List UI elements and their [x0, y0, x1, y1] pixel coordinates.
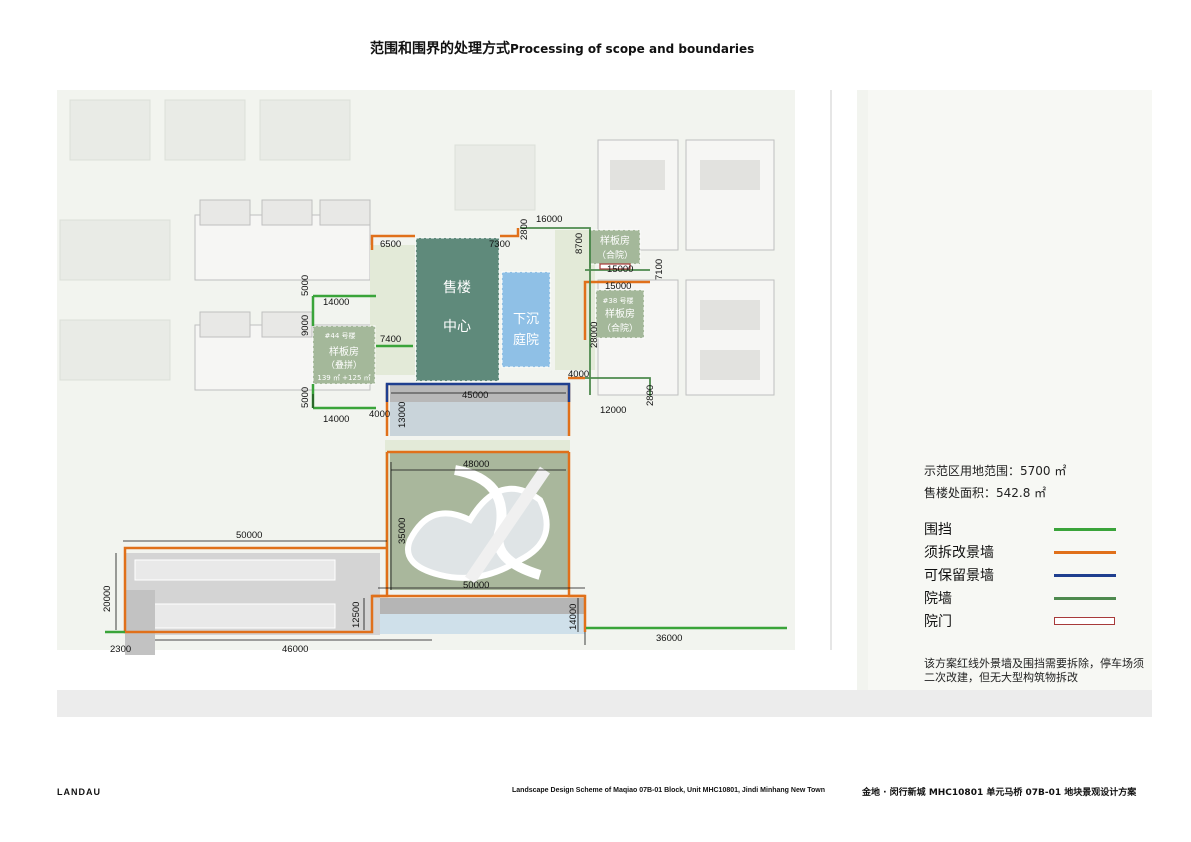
legend-gate: 院门: [924, 611, 1124, 633]
parking-lot: [125, 553, 380, 655]
dim-2300: 2300: [110, 644, 131, 655]
dim-15000-b: 15000: [605, 281, 631, 292]
page-title: 范围和围界的处理方式Processing of scope and bounda…: [370, 38, 754, 58]
legend-demolish-label: 须拆改景墙: [924, 545, 994, 561]
sunken-court-label-1: 下沉: [513, 312, 539, 327]
legend-fence-swatch: [1054, 528, 1116, 531]
legend-courtwall-label: 院墙: [924, 591, 952, 607]
model-top-sub: （合院）: [597, 249, 633, 261]
dim-7400: 7400: [380, 334, 401, 345]
east-parcel: [868, 90, 1152, 717]
dim-2800-b: 2800: [645, 385, 656, 406]
dim-12500: 12500: [351, 602, 362, 628]
dim-13000: 13000: [397, 402, 408, 428]
model-left-sub: （叠拼）: [326, 359, 362, 371]
sales-center-label-2: 中心: [443, 319, 471, 335]
sales-center-label-1: 售楼: [443, 280, 471, 296]
dim-7100: 7100: [654, 259, 665, 280]
footer-project-en: Landscape Design Scheme of Maqiao 07B-01…: [512, 787, 825, 794]
model-right-sub: （合院）: [602, 322, 638, 334]
court-gate[interactable]: [599, 263, 631, 270]
title-cn: 范围和围界的处理方式: [370, 41, 510, 57]
dim-50000-b: 50000: [463, 580, 489, 591]
dim-9000: 9000: [300, 315, 311, 336]
dim-6500: 6500: [380, 239, 401, 250]
legend-demolish-swatch: [1054, 551, 1116, 554]
legend-keep: 可保留景墙: [924, 565, 1124, 587]
dim-50000-a: 50000: [236, 530, 262, 541]
sales-area: 售楼处面积：542.8 ㎡: [924, 486, 1047, 500]
model-house-right: [595, 289, 645, 339]
legend-gate-swatch: [1054, 617, 1115, 625]
model-house-left: [312, 325, 376, 385]
legend-courtwall: 院墙: [924, 588, 1124, 610]
legend-keep-swatch: [1054, 574, 1116, 577]
dim-48000: 48000: [463, 459, 489, 470]
footer-project-cn: 金地 · 闵行新城 MHC10801 单元马桥 07B-01 地块景观设计方案: [862, 788, 1137, 798]
model-left-no: #44 号楼: [325, 331, 356, 340]
dim-14000-c: 14000: [568, 604, 579, 630]
dim-5000-b: 5000: [300, 387, 311, 408]
dim-16000: 16000: [536, 214, 562, 225]
dim-46000: 46000: [282, 644, 308, 655]
residential-right: [597, 139, 775, 396]
model-left-name: 样板房: [329, 345, 359, 358]
scheme-note: 该方案红线外景墙及围挡需要拆除，停车场须二次改建，但无大型构筑物拆改: [924, 657, 1144, 684]
dim-8700: 8700: [574, 233, 585, 254]
dimension-lines: [115, 392, 586, 645]
road-centerline: [830, 90, 832, 717]
dim-14000-b: 14000: [323, 414, 349, 425]
dim-45000: 45000: [462, 390, 488, 401]
wall-keep[interactable]: [385, 382, 571, 402]
dim-2800-a: 2800: [519, 219, 530, 240]
dim-14000-a: 14000: [323, 297, 349, 308]
model-right-name: 样板房: [605, 307, 635, 320]
dim-7300: 7300: [489, 239, 510, 250]
sales-center: [415, 237, 500, 382]
dim-36000: 36000: [656, 633, 682, 644]
legend-keep-label: 可保留景墙: [924, 568, 994, 584]
legend-courtwall-swatch: [1054, 597, 1116, 600]
legend-demolish: 须拆改景墙: [924, 542, 1124, 564]
footer-logo: LANDAU: [57, 787, 101, 797]
dim-28000: 28000: [589, 322, 600, 348]
background-blocks: [59, 99, 536, 381]
model-left-area: 139 ㎡ +125 ㎡: [317, 374, 370, 382]
dim-4000-b: 4000: [369, 409, 390, 420]
south-paving: [373, 598, 585, 614]
legend-fence: 围挡: [924, 519, 1124, 541]
model-top-name: 样板房: [600, 234, 630, 247]
walls-demolish[interactable]: [123, 228, 650, 634]
sunken-court-label-2: 庭院: [513, 332, 539, 348]
legend-fence-label: 围挡: [924, 522, 952, 538]
site-area: 示范区用地范围：5700 ㎡: [924, 464, 1067, 478]
courtyard-walls: [520, 227, 651, 396]
model-house-top: [589, 229, 641, 265]
dimension-labels: 16000 6500 7300 2800 8700 15000 7100 150…: [102, 214, 682, 655]
dim-12000: 12000: [600, 405, 626, 416]
sunken-court: [501, 271, 551, 368]
legend-gate-label: 院门: [924, 614, 952, 630]
garden: [390, 452, 568, 590]
dim-15000-a: 15000: [607, 264, 633, 275]
dim-20000: 20000: [102, 586, 113, 612]
title-en: Processing of scope and boundaries: [510, 42, 755, 56]
dim-35000: 35000: [397, 518, 408, 544]
model-right-no: #38 号楼: [603, 296, 634, 305]
dim-5000-a: 5000: [300, 275, 311, 296]
south-water: [373, 614, 585, 634]
road-vertical: [795, 90, 857, 717]
dim-4000-a: 4000: [568, 369, 589, 380]
south-strip: [57, 690, 1152, 717]
